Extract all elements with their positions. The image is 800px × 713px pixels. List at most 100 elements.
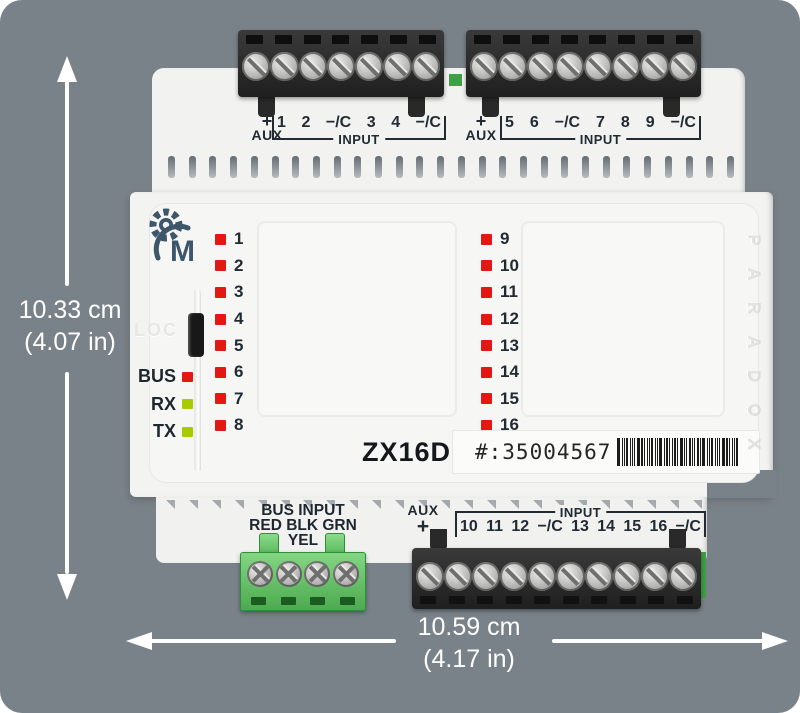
- barcode-bar: [655, 438, 656, 466]
- vent-slot: [440, 500, 450, 509]
- wire-slot: [420, 596, 436, 604]
- barcode-bar: [692, 438, 693, 466]
- barcode-bar: [726, 438, 728, 466]
- terminal-screw: [383, 52, 412, 81]
- zone-led-number: 15: [500, 388, 519, 408]
- terminal-screw: [611, 52, 641, 81]
- zone-label-window-right: [521, 221, 725, 417]
- width-cm: 10.59 cm: [417, 613, 521, 641]
- zone-led-number: 7: [234, 388, 244, 408]
- zone-led-number: 14: [500, 362, 519, 382]
- vent-slot: [555, 500, 565, 509]
- terminal-pin-label: 16: [649, 518, 668, 535]
- vent-slot: [354, 156, 362, 178]
- wire-slot: [339, 597, 355, 605]
- terminal-screw: [444, 562, 473, 591]
- vent-slot: [250, 156, 258, 178]
- aux-label-top-right: + AUX: [458, 112, 504, 143]
- wire-slot: [246, 35, 263, 44]
- status-led-indicator: [182, 371, 193, 382]
- vent-slot: [602, 156, 610, 178]
- vent-slot: [582, 156, 590, 178]
- zone-led-row: 1: [215, 226, 243, 253]
- terminal-pin-label: −/C: [325, 114, 352, 131]
- barcode-bar: [649, 438, 650, 466]
- vent-slot: [478, 156, 486, 178]
- vent-slot: [647, 500, 657, 509]
- zone-led-number: 2: [234, 255, 244, 275]
- zone-led-row: 6: [215, 359, 243, 386]
- wire-slot: [418, 35, 436, 44]
- pcb-edge: [449, 74, 462, 86]
- barcode-bar: [644, 438, 645, 466]
- barcode-bar: [666, 438, 668, 466]
- wire-slot: [676, 596, 693, 604]
- vent-slot: [509, 500, 519, 509]
- brand-letter: X: [744, 438, 763, 450]
- vent-slot: [726, 156, 734, 178]
- barcode-bar: [659, 438, 662, 466]
- width-in: (4.17 in): [423, 645, 515, 673]
- zone-led-indicator: [481, 419, 492, 431]
- terminal-screw: [270, 52, 299, 81]
- vent-slot: [166, 500, 175, 509]
- barcode-bar: [707, 438, 708, 466]
- terminal-screw: [416, 562, 445, 591]
- wire-slot: [675, 35, 693, 44]
- zone-led-indicator: [481, 366, 492, 378]
- vent-slot: [486, 500, 496, 509]
- wire-slot-row: [246, 35, 436, 44]
- vent-slot: [312, 156, 320, 178]
- height-label: 10.33 cm (4.07 in): [0, 294, 140, 358]
- terminal-screw: [498, 52, 527, 81]
- vent-slot: [499, 156, 507, 178]
- vent-slot: [540, 156, 548, 178]
- barcode-bar: [674, 438, 676, 466]
- terminal-screw: [583, 52, 612, 81]
- barcode-bar: [677, 438, 678, 466]
- vent-slot-row: [166, 500, 702, 509]
- screw-row: [242, 52, 440, 81]
- zone-led-indicator: [215, 366, 226, 378]
- barcode-bar: [719, 438, 720, 466]
- barcode-bar: [715, 438, 716, 466]
- height-in: (4.07 in): [24, 328, 116, 356]
- vent-slot: [230, 156, 238, 178]
- vent-slot: [395, 156, 403, 178]
- barcode-bar: [637, 438, 640, 466]
- vent-slot-row: [168, 156, 734, 178]
- zone-led-number: 5: [234, 335, 244, 355]
- terminal-block-top-left: [238, 30, 444, 97]
- serial-number: #:35004567: [475, 440, 612, 464]
- barcode-bar: [680, 438, 683, 466]
- terminal-screw: [411, 52, 440, 81]
- bus-input-label: BUS INPUT RED BLK GRN YEL: [238, 503, 368, 549]
- vent-slot: [664, 156, 672, 178]
- wire-slot: [477, 596, 494, 604]
- barcode-bar: [617, 438, 620, 466]
- barcode-bar: [669, 438, 670, 466]
- barcode-bar: [657, 438, 658, 466]
- terminal-pin-label: 2: [301, 114, 311, 131]
- terminal-block-bottom: [412, 548, 701, 609]
- barcode-bar: [624, 438, 625, 466]
- terminal-pin-label: 3: [366, 114, 376, 131]
- barcode-bar: [709, 438, 710, 466]
- terminal-pin-label: 1: [277, 114, 286, 131]
- wire-slot: [251, 597, 266, 605]
- zone-led-indicator: [215, 393, 226, 405]
- zone-led-number: 4: [234, 309, 244, 329]
- aux-text: AUX: [407, 502, 439, 518]
- wire-slot: [534, 596, 551, 604]
- terminal-screw: [640, 52, 669, 81]
- serial-sticker: #:35004567: [452, 430, 760, 474]
- vent-slot: [349, 500, 359, 509]
- status-led-indicator: [182, 399, 193, 410]
- wire-slot: [589, 35, 607, 44]
- vent-slot: [280, 500, 290, 509]
- zone-led-indicator: [481, 340, 492, 352]
- vent-slot: [644, 156, 652, 178]
- zone-led-indicator: [215, 340, 226, 352]
